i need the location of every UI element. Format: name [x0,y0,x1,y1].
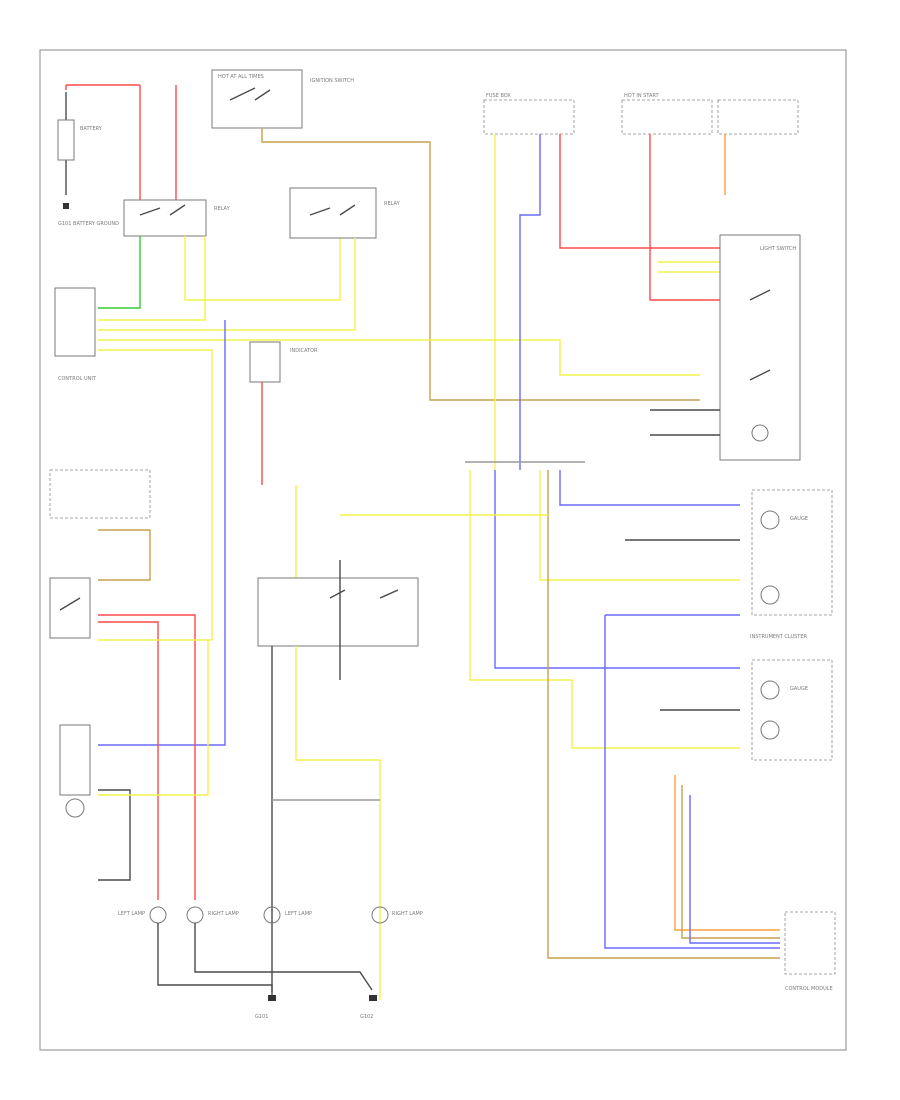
module-label: CONTROL MODULE [785,986,833,992]
instrument-cluster-upper: GAUGE INSTRUMENT CLUSTER [625,489,833,640]
fuse-box: FUSE BOX HOT IN START [483,93,799,470]
gauge-1-label: GAUGE [790,516,808,522]
hot-in-start-label: HOT IN START [624,93,660,99]
light-switch: LIGHT SWITCH [650,234,801,461]
control-unit: CONTROL UNIT [54,287,700,640]
cluster-label: INSTRUMENT CLUSTER [750,634,808,640]
light-switch-label: LIGHT SWITCH [760,246,796,252]
ignition-switch-label: IGNITION SWITCH [310,78,354,84]
center-module [257,560,419,1000]
gauge-2-label: GAUGE [790,686,808,692]
diagram-frame [39,49,847,1051]
left-lamp-label: LEFT LAMP [118,911,145,917]
g101-label: G101 BATTERY GROUND [58,221,119,227]
ground-1-label: G101 [255,1014,268,1020]
relay-2: RELAY [98,187,401,331]
lamps: LEFT LAMP RIGHT LAMP LEFT LAMP RIGHT LAM… [118,799,423,992]
junction [340,461,780,959]
fuse-box-label: FUSE BOX [486,93,511,99]
lower-left-switch [49,469,212,900]
relay-1-label: RELAY [214,206,231,212]
instrument-cluster-lower: GAUGE [604,614,833,949]
right-lamp-label: RIGHT LAMP [208,911,239,917]
relay-1: RELAY [98,199,341,321]
left-lamp-2-label: LEFT LAMP [285,911,312,917]
battery-label: BATTERY [80,126,103,132]
indicator: INDICATOR [98,320,318,746]
bottom-module: CONTROL MODULE [674,775,836,992]
battery-group: BATTERY G101 BATTERY GROUND [57,84,177,227]
control-unit-label: CONTROL UNIT [58,376,97,382]
right-lamp-2-label: RIGHT LAMP [392,911,423,917]
ignition-switch: HOT AT ALL TIMES IGNITION SWITCH [211,69,700,401]
lower-left-light [59,640,209,881]
indicator-label: INDICATOR [290,348,318,354]
relay-2-label: RELAY [384,201,401,207]
ground-2-label: G102 [360,1014,373,1020]
hot-at-all-times-label: HOT AT ALL TIMES [218,74,264,80]
grounds: G101 G102 [255,995,377,1020]
